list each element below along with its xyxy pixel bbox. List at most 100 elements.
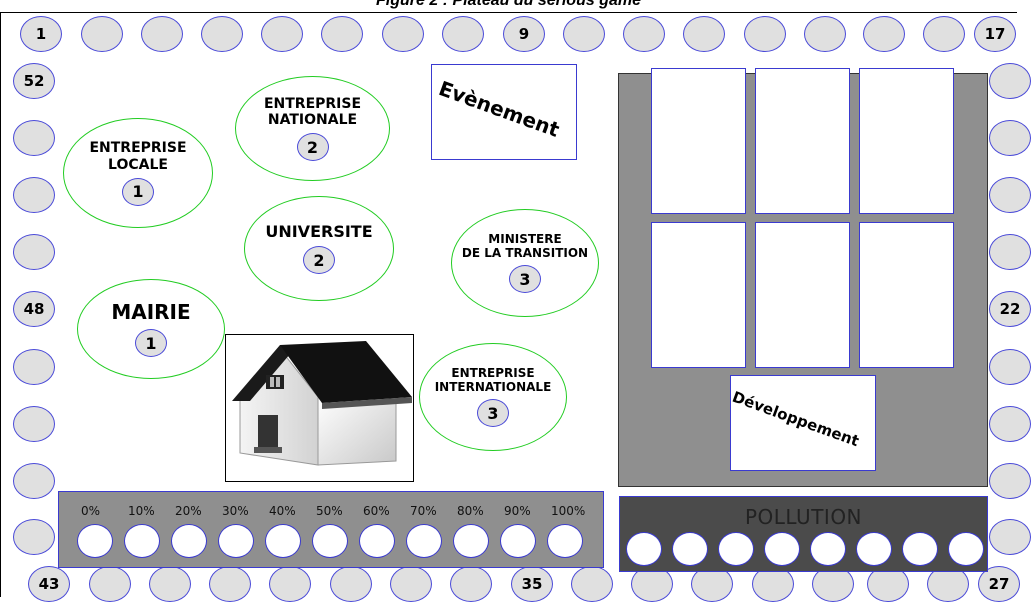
scale-slot[interactable]	[218, 524, 254, 558]
board-cell[interactable]	[927, 566, 969, 602]
pollution-slot[interactable]	[810, 532, 846, 566]
board-cell[interactable]	[442, 16, 484, 52]
zone-entreprise-nationale[interactable]: ENTREPRISE NATIONALE 2	[235, 76, 390, 181]
board-cell-numbered[interactable]: 22	[989, 291, 1031, 327]
board-cell[interactable]	[13, 519, 55, 555]
board-cell[interactable]	[13, 177, 55, 213]
scale-slot[interactable]	[265, 524, 301, 558]
scale-label: 20%	[175, 504, 202, 518]
scale-slot[interactable]	[77, 524, 113, 558]
board-cell[interactable]	[563, 16, 605, 52]
board-cell[interactable]	[261, 16, 303, 52]
board-cell[interactable]	[683, 16, 725, 52]
zone-label: ENTREPRISE LOCALE	[89, 140, 186, 172]
pollution-slot[interactable]	[856, 532, 892, 566]
scale-label: 50%	[316, 504, 343, 518]
development-card-slot[interactable]	[859, 222, 954, 368]
scale-label: 80%	[457, 504, 484, 518]
board-cell[interactable]	[13, 120, 55, 156]
board-cell[interactable]	[804, 16, 846, 52]
pollution-slot[interactable]	[626, 532, 662, 566]
board-cell[interactable]	[623, 16, 665, 52]
zone-label-line1: MINISTERE	[488, 231, 562, 246]
board-cell[interactable]	[141, 16, 183, 52]
board-cell[interactable]	[209, 566, 251, 602]
board-cell[interactable]	[989, 63, 1031, 99]
board-cell[interactable]	[744, 16, 786, 52]
board-cell[interactable]	[989, 463, 1031, 499]
scale-slot[interactable]	[124, 524, 160, 558]
board-cell[interactable]	[989, 177, 1031, 213]
scale-slot[interactable]	[500, 524, 536, 558]
zone-number: 1	[122, 177, 154, 206]
figure-caption: Figure 2 : Plateau du serious game	[376, 0, 641, 9]
pollution-slot[interactable]	[948, 532, 984, 566]
zone-label-line2: DE LA TRANSITION	[461, 245, 589, 260]
board-cell[interactable]	[321, 16, 363, 52]
zone-label-line1: ENTREPRISE	[89, 140, 187, 157]
board-cell[interactable]	[81, 16, 123, 52]
board-cell[interactable]	[863, 16, 905, 52]
pollution-slot[interactable]	[902, 532, 938, 566]
developpement-card-deck[interactable]: Développement	[730, 375, 876, 471]
board-cell[interactable]	[13, 463, 55, 499]
scale-slot[interactable]	[406, 524, 442, 558]
board-cell[interactable]	[13, 349, 55, 385]
board-cell[interactable]	[13, 406, 55, 442]
board-cell[interactable]	[923, 16, 965, 52]
zone-ministere[interactable]: MINISTERE DE LA TRANSITION 3	[451, 209, 599, 317]
board-cell-numbered[interactable]: 9	[503, 16, 545, 52]
pollution-track: POLLUTION	[619, 496, 988, 572]
board-cell-numbered[interactable]: 1	[20, 16, 62, 52]
board-cell[interactable]	[989, 519, 1031, 555]
board-cell[interactable]	[989, 120, 1031, 156]
zone-mairie[interactable]: MAIRIE 1	[77, 279, 225, 379]
board-cell[interactable]	[390, 566, 432, 602]
development-card-slot[interactable]	[651, 68, 746, 214]
pollution-slot[interactable]	[764, 532, 800, 566]
pollution-slot[interactable]	[672, 532, 708, 566]
scale-slot[interactable]	[453, 524, 489, 558]
board-cell[interactable]	[571, 566, 613, 602]
zone-label: MAIRIE	[111, 300, 191, 324]
house-icon	[232, 341, 412, 466]
board-cell[interactable]	[631, 566, 673, 602]
scale-slot[interactable]	[547, 524, 583, 558]
zone-entreprise-internationale[interactable]: ENTREPRISE INTERNATIONALE 3	[419, 343, 567, 451]
board-cell-numbered[interactable]: 17	[974, 16, 1016, 52]
zone-label: ENTREPRISE INTERNATIONALE	[435, 366, 552, 395]
development-card-slot[interactable]	[651, 222, 746, 368]
board-cell[interactable]	[13, 234, 55, 270]
board-cell-numbered[interactable]: 48	[13, 291, 55, 327]
board-cell[interactable]	[989, 406, 1031, 442]
board-cell[interactable]	[989, 234, 1031, 270]
board-cell[interactable]	[450, 566, 492, 602]
board-cell[interactable]	[330, 566, 372, 602]
zone-label: MINISTERE DE LA TRANSITION	[461, 231, 589, 261]
scale-slot[interactable]	[312, 524, 348, 558]
board-cell[interactable]	[201, 16, 243, 52]
scale-label: 70%	[410, 504, 437, 518]
board-cell[interactable]	[149, 566, 191, 602]
board-cell[interactable]	[269, 566, 311, 602]
board-cell[interactable]	[989, 349, 1031, 385]
zone-label: UNIVERSITE	[265, 221, 373, 241]
board-cell-numbered[interactable]: 35	[511, 566, 553, 602]
zone-universite[interactable]: UNIVERSITE 2	[244, 196, 394, 301]
scale-label: 100%	[551, 504, 586, 518]
board-cell[interactable]	[812, 566, 854, 602]
board-cell[interactable]	[382, 16, 424, 52]
pollution-slot[interactable]	[718, 532, 754, 566]
development-card-slot[interactable]	[755, 222, 850, 368]
scale-slot[interactable]	[359, 524, 395, 558]
board-cell-numbered[interactable]: 52	[13, 63, 55, 99]
evenement-card-deck[interactable]: Evènement	[431, 64, 577, 160]
zone-label-line2: NATIONALE	[267, 112, 358, 128]
zone-entreprise-locale[interactable]: ENTREPRISE LOCALE 1	[63, 118, 213, 228]
board-cell-numbered[interactable]: 43	[28, 566, 70, 602]
development-card-slot[interactable]	[859, 68, 954, 214]
development-card-slot[interactable]	[755, 68, 850, 214]
board-cell[interactable]	[89, 566, 131, 602]
scale-slot[interactable]	[171, 524, 207, 558]
